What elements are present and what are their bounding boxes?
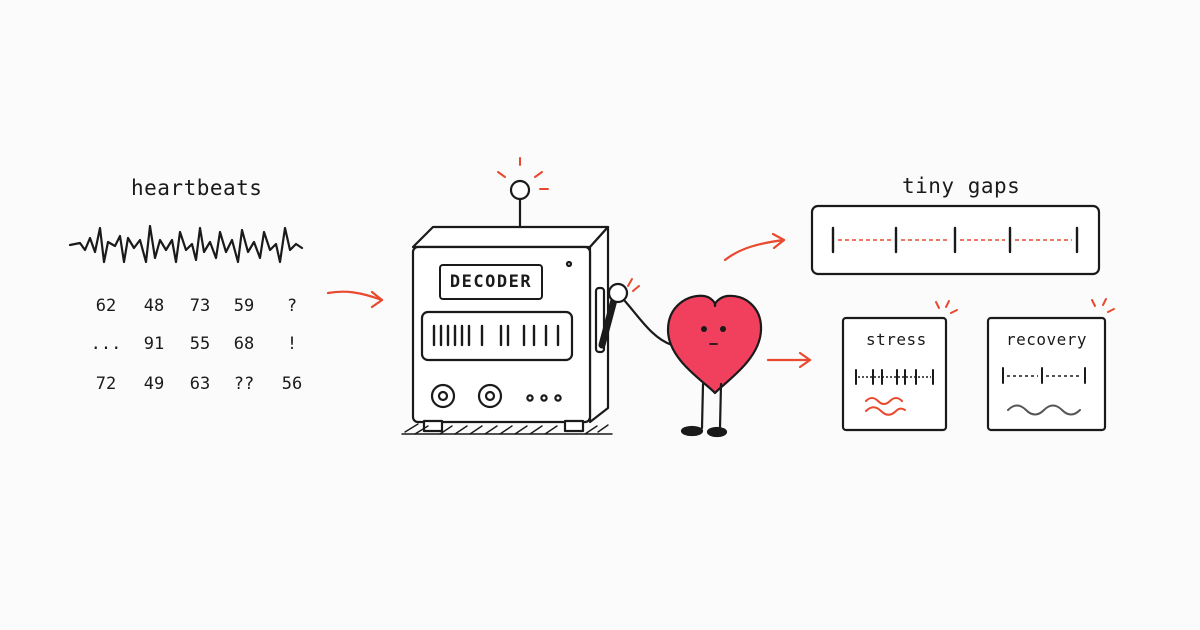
decoder-label-box: DECODER — [439, 264, 543, 300]
heartbeat-value: 59 — [233, 296, 255, 316]
arrow-to-decoder — [326, 290, 384, 309]
heart-left-eye — [701, 326, 707, 332]
heartbeat-value: ... — [90, 334, 122, 354]
heartbeat-value: 91 — [143, 334, 165, 354]
heartbeats-title: heartbeats — [131, 176, 263, 200]
arrow-to-tiny-gaps — [723, 232, 786, 262]
recovery-card — [986, 316, 1107, 432]
decoder-machine — [401, 179, 613, 435]
decoder-lever — [598, 282, 674, 349]
stress-sparks — [935, 300, 958, 314]
decoder-label: DECODER — [449, 272, 533, 292]
heartbeat-value: 55 — [189, 334, 211, 354]
tiny-gaps-box — [810, 204, 1101, 276]
heartbeat-waveform — [68, 224, 304, 264]
heartbeat-value: 63 — [189, 374, 211, 394]
heartbeat-value: 73 — [189, 296, 211, 316]
stress-label: stress — [866, 330, 927, 349]
heartbeat-value: 56 — [281, 374, 303, 394]
heartbeat-value: ! — [286, 334, 298, 354]
arrow-to-cards — [766, 351, 812, 369]
heartbeat-value: 48 — [143, 296, 165, 316]
stress-card — [841, 316, 948, 432]
decoder-display-bars — [432, 324, 560, 347]
heart-character — [666, 294, 763, 438]
heartbeat-value: 72 — [95, 374, 117, 394]
heartbeat-value: 68 — [233, 334, 255, 354]
heartbeat-value: ? — [286, 296, 298, 316]
antenna-sparks — [497, 157, 640, 292]
heartbeat-value: 49 — [143, 374, 165, 394]
heart-right-eye — [720, 326, 726, 332]
heartbeat-value: 62 — [95, 296, 117, 316]
recovery-label: recovery — [1006, 330, 1088, 349]
tiny-gaps-title: tiny gaps — [902, 174, 1021, 198]
heartbeat-value: ?? — [233, 374, 255, 394]
recovery-sparks — [1091, 298, 1115, 313]
